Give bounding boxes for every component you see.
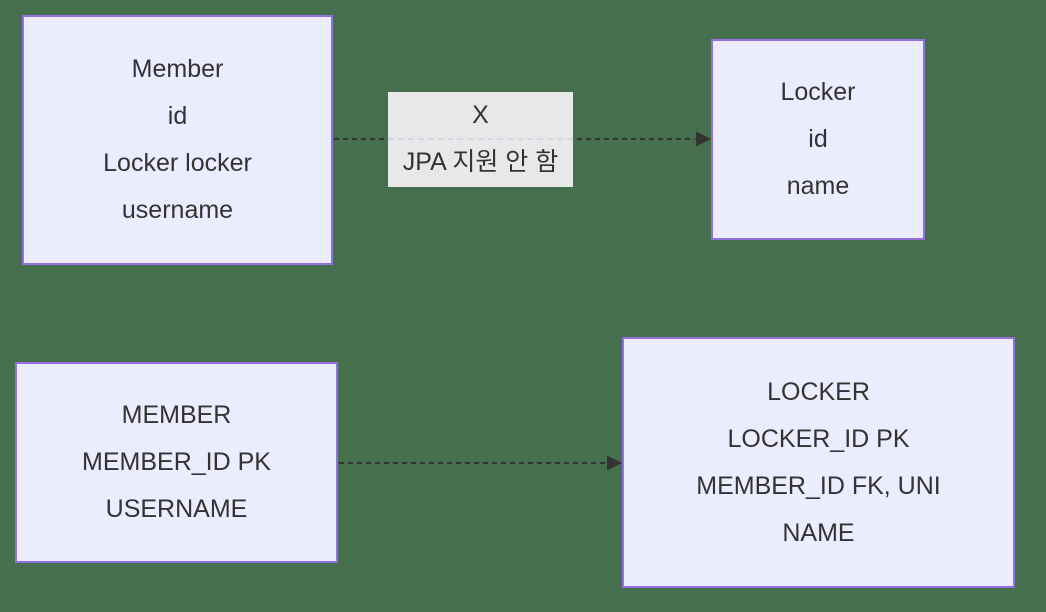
locker-table-col-name: NAME [782, 518, 855, 547]
member-table-title: MEMBER [121, 401, 232, 429]
edge-member-table-to-locker-table [339, 455, 622, 471]
member-table-col-member-id: MEMBER_ID PK [82, 448, 271, 476]
edge-label-text: JPA 지원 안 함 [402, 148, 559, 176]
edge-label-x: X [472, 101, 489, 129]
member-class-field-username: username [121, 196, 234, 224]
member-class-field-locker: Locker locker [103, 149, 252, 177]
locker-class-field-id: id [808, 125, 828, 153]
node-member-table: MEMBER MEMBER_ID PK USERNAME [15, 362, 338, 563]
member-table-col-username: USERNAME [105, 495, 248, 523]
node-locker-table: LOCKER LOCKER_ID PK MEMBER_ID FK, UNI NA… [622, 337, 1015, 588]
locker-class-field-name: name [786, 172, 850, 200]
edge-label-jpa-not-supported: X JPA 지원 안 함 [388, 92, 573, 187]
locker-table-col-member-id: MEMBER_ID FK, UNI [696, 471, 941, 500]
node-locker-class: Locker id name [711, 39, 925, 240]
member-class-title: Member [131, 55, 224, 83]
locker-table-col-locker-id: LOCKER_ID PK [727, 424, 910, 453]
edge-dash-through-label [388, 138, 573, 140]
locker-class-title: Locker [780, 78, 856, 106]
locker-table-title: LOCKER [767, 377, 870, 406]
member-class-field-id: id [167, 102, 188, 130]
node-member-class: Member id Locker locker username [22, 15, 333, 265]
